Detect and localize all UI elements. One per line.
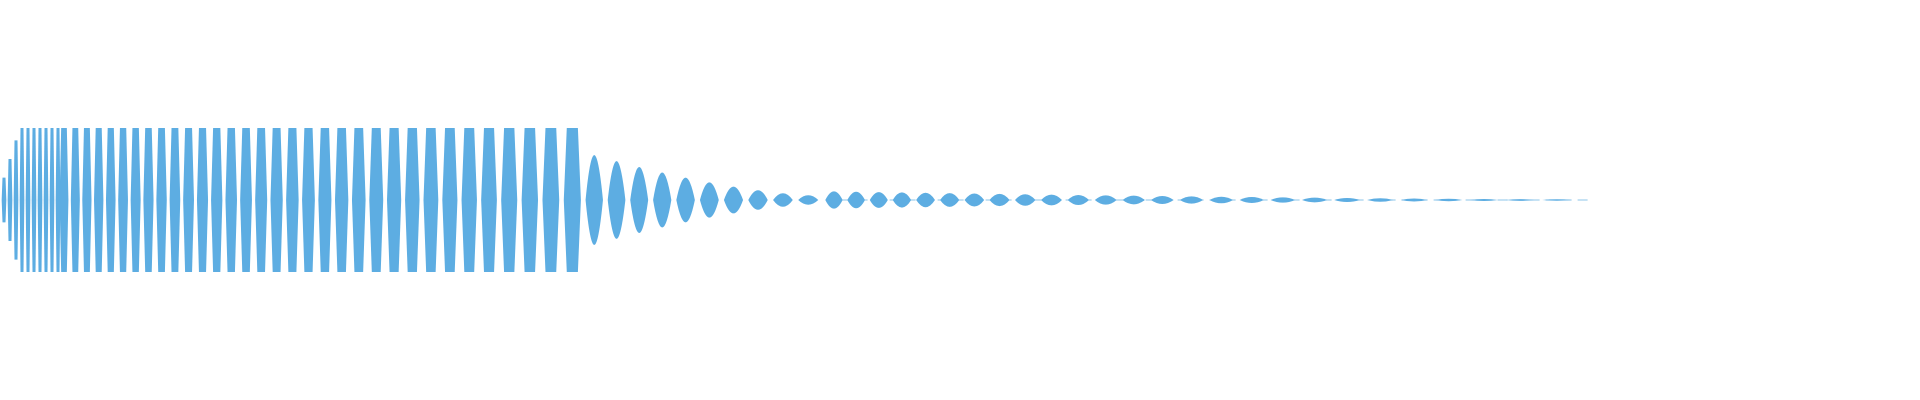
waveform-burst bbox=[49, 128, 55, 272]
waveform-burst bbox=[183, 128, 195, 272]
waveform-bursts bbox=[1, 128, 1594, 272]
waveform-burst bbox=[7, 159, 13, 241]
waveform-burst bbox=[94, 128, 104, 272]
waveform-burst bbox=[31, 128, 37, 272]
waveform-burst bbox=[255, 128, 268, 272]
waveform-burst bbox=[847, 191, 865, 209]
waveform-burst bbox=[143, 128, 154, 272]
waveform-burst bbox=[423, 128, 439, 272]
waveform-burst bbox=[989, 193, 1010, 207]
waveform-burst bbox=[442, 128, 458, 272]
waveform-burst bbox=[386, 128, 402, 272]
waveform-burst bbox=[521, 128, 539, 272]
waveform-burst bbox=[607, 161, 626, 239]
waveform-burst bbox=[1434, 198, 1463, 202]
waveform-burst bbox=[302, 128, 315, 272]
waveform-burst bbox=[1209, 196, 1234, 204]
waveform-burst bbox=[37, 128, 43, 272]
waveform-burst bbox=[542, 128, 560, 272]
waveform-burst bbox=[240, 128, 252, 272]
waveform-burst bbox=[798, 195, 819, 205]
waveform-burst bbox=[286, 128, 299, 272]
waveform-burst bbox=[55, 128, 61, 272]
waveform-burst bbox=[270, 128, 283, 272]
waveform-burst bbox=[1239, 197, 1264, 203]
waveform-burst bbox=[1367, 198, 1394, 202]
waveform-burst bbox=[318, 128, 332, 272]
waveform-burst bbox=[196, 128, 209, 272]
waveform-burst bbox=[351, 128, 366, 272]
waveform-burst bbox=[653, 172, 672, 228]
waveform-burst bbox=[225, 128, 238, 272]
waveform-burst bbox=[13, 140, 19, 260]
waveform-burst bbox=[461, 128, 477, 272]
waveform-burst bbox=[1067, 194, 1090, 206]
waveform-burst bbox=[1400, 198, 1428, 202]
waveform-burst bbox=[130, 128, 141, 272]
waveform-burst bbox=[563, 128, 581, 272]
waveform-burst bbox=[723, 186, 744, 214]
waveform-burst bbox=[773, 193, 793, 207]
waveform-burst bbox=[676, 177, 695, 223]
waveform-burst bbox=[748, 190, 768, 210]
waveform-burst bbox=[892, 192, 912, 208]
waveform-burst bbox=[334, 128, 349, 272]
waveform-burst bbox=[19, 128, 25, 272]
waveform-burst bbox=[481, 128, 497, 272]
waveform-burst bbox=[211, 128, 223, 272]
waveform-burst bbox=[501, 128, 518, 272]
waveform-burst bbox=[585, 155, 603, 245]
waveform-burst bbox=[118, 128, 128, 272]
waveform-burst bbox=[82, 128, 92, 272]
waveform-burst bbox=[25, 128, 31, 272]
waveform-burst bbox=[699, 182, 719, 218]
waveform-burst bbox=[1179, 196, 1204, 204]
waveform-burst bbox=[105, 128, 116, 272]
waveform-burst bbox=[43, 128, 49, 272]
waveform-burst bbox=[59, 128, 69, 272]
waveform-burst bbox=[156, 128, 167, 272]
waveform-burst bbox=[630, 167, 649, 233]
waveform-burst bbox=[169, 128, 181, 272]
waveform-burst bbox=[70, 128, 80, 272]
waveform-burst bbox=[369, 128, 384, 272]
waveform-burst bbox=[405, 128, 420, 272]
waveform-burst bbox=[940, 193, 960, 207]
waveform-burst bbox=[1, 177, 7, 223]
